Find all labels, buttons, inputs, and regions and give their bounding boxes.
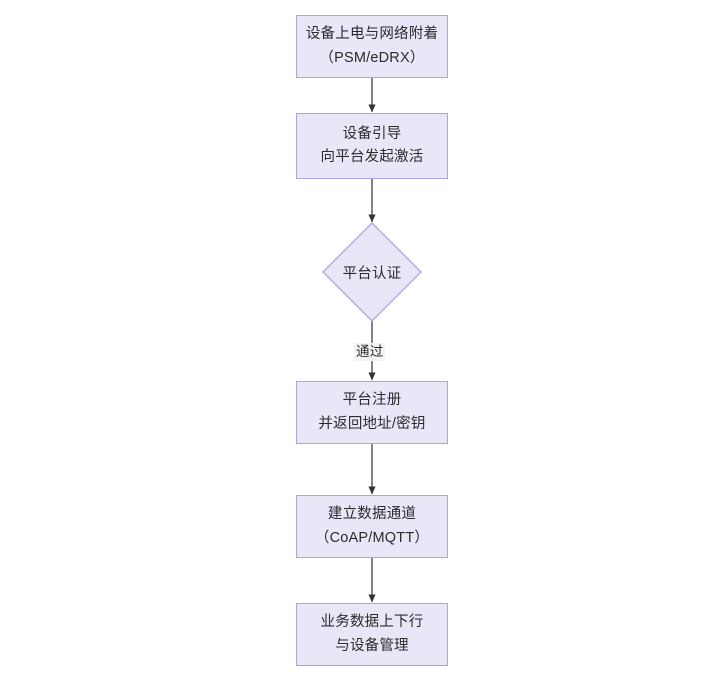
node-data-channel[interactable]: 建立数据通道 （CoAP/MQTT）: [296, 495, 448, 558]
node-line-1: 业务数据上下行: [320, 614, 424, 631]
node-line-2: （CoAP/MQTT）: [314, 529, 430, 546]
node-line-2: 与设备管理: [335, 637, 409, 654]
node-platform-auth[interactable]: 平台认证: [322, 222, 422, 322]
node-line-2: 向平台发起激活: [320, 149, 424, 165]
node-platform-register[interactable]: 平台注册 并返回地址/密钥: [296, 381, 448, 444]
node-line-1: 设备引导: [342, 125, 402, 142]
node-line-1: 设备上电与网络附着: [305, 26, 439, 43]
edge-label-pass: 通过: [354, 343, 386, 362]
node-line-2: 并返回地址/密钥: [318, 415, 426, 432]
node-device-power-on[interactable]: 设备上电与网络附着 （PSM/eDRX）: [296, 15, 448, 78]
node-line-1: 平台注册: [342, 392, 402, 409]
node-business-data[interactable]: 业务数据上下行 与设备管理: [296, 603, 448, 666]
node-line-2: （PSM/eDRX）: [319, 49, 425, 66]
node-line-1: 建立数据通道: [327, 506, 417, 523]
node-device-bootstrap[interactable]: 设备引导 向平台发起激活: [296, 113, 448, 179]
diamond-shape-icon: [322, 222, 422, 322]
